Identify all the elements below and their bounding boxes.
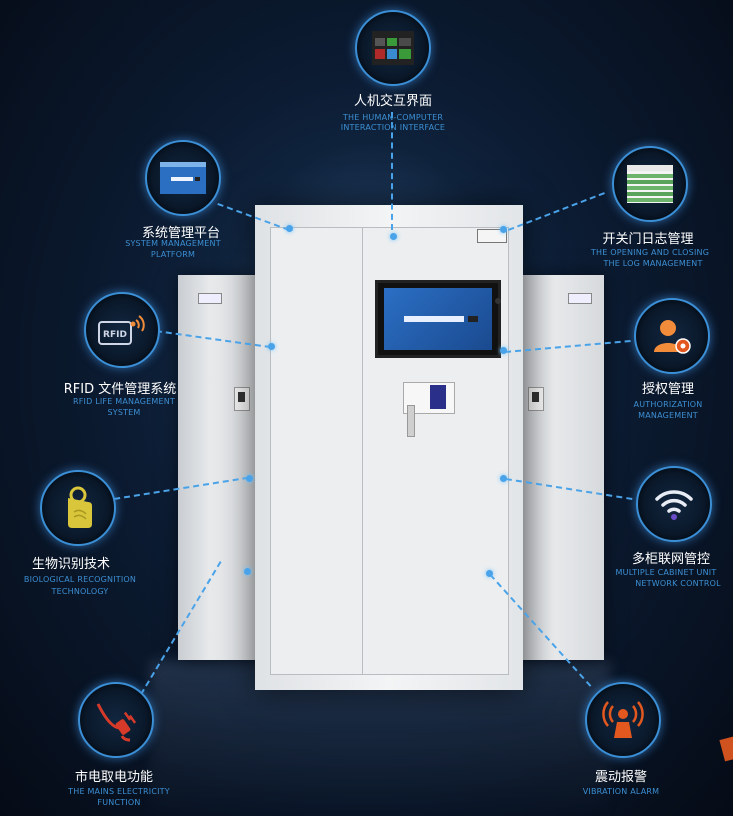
feature-subtitle-rfid-2: SYSTEM (107, 408, 141, 417)
cabinet-touchscreen (375, 280, 501, 358)
cabinet-lock (234, 387, 250, 411)
feature-subtitle-doorlog: THE OPENING AND CLOSING (590, 248, 710, 257)
rfid-icon-text: RFID (103, 330, 127, 340)
cabinet-lock (528, 387, 544, 411)
connector-dot (500, 347, 507, 354)
cabinet-name-plate (477, 229, 507, 243)
feature-node-mains (78, 682, 154, 758)
connector-dot (286, 225, 293, 232)
feature-subtitle-bio-2: TECHNOLOGY (51, 587, 109, 596)
alarm-icon (602, 701, 644, 738)
feature-title-bio: 生物识别技术 (31, 557, 111, 572)
feature-title-rfid: RFID 文件管理系统 (63, 382, 177, 397)
feature-title-platform: 系统管理平台 (141, 226, 221, 241)
cabinet-handle (403, 382, 455, 414)
feature-node-doorlog (612, 146, 688, 222)
fingerprint-tag-icon (68, 486, 92, 528)
feature-title-auth: 授权管理 (641, 382, 695, 397)
feature-subtitle-mains: THE MAINS ELECTRICITY (68, 787, 170, 796)
connector-dot (500, 475, 507, 482)
feature-subtitle-network-2: NETWORK CONTROL (635, 579, 721, 588)
right-side-cabinet (520, 275, 604, 660)
feature-node-rfid: RFID (84, 292, 160, 368)
feature-title-hmi: 人机交互界面 (353, 94, 433, 109)
feature-subtitle-auth-2: MANAGEMENT (638, 411, 698, 420)
feature-subtitle-platform: SYSTEM MANAGEMENT (125, 239, 221, 248)
login-field (404, 316, 464, 322)
feature-title-mains: 市电取电功能 (74, 770, 154, 785)
corner-decoration (719, 736, 733, 762)
connector-dot (390, 233, 397, 240)
feature-title-doorlog: 开关门日志管理 (602, 232, 694, 247)
handle-bar (407, 405, 415, 437)
feature-node-bio (40, 470, 116, 546)
monitor-platform-icon (160, 162, 206, 194)
feature-subtitle-doorlog-2: THE LOG MANAGEMENT (603, 259, 703, 268)
connector-dot (500, 226, 507, 233)
wifi-icon (655, 490, 693, 520)
feature-subtitle-bio: BIOLOGICAL RECOGNITION (23, 575, 137, 584)
rfid-icon: RFID (98, 315, 145, 345)
feature-subtitle-network: MULTIPLE CABINET UNIT (615, 568, 717, 577)
login-button (468, 316, 478, 322)
screen-display (384, 288, 492, 350)
cabinet-left-door (270, 227, 364, 675)
feature-subtitle-vibration: VIBRATION ALARM (582, 787, 660, 796)
main-cabinet (255, 205, 523, 690)
user-gear-icon (654, 320, 691, 354)
feature-node-network (636, 466, 712, 542)
feature-subtitle-platform-2: PLATFORM (150, 250, 196, 259)
connector-dot (244, 568, 251, 575)
power-plug-icon (96, 703, 137, 742)
feature-title-network: 多柜联网管控 (631, 552, 711, 567)
feature-subtitle-hmi: THE HUMAN-COMPUTER (342, 113, 444, 122)
connector-dot (268, 343, 275, 350)
feature-subtitle-mains-2: FUNCTION (97, 798, 141, 807)
feature-subtitle-auth: AUTHORIZATION (633, 400, 703, 409)
feature-node-vibration (585, 682, 661, 758)
feature-node-platform (145, 140, 221, 216)
fingerprint-reader (430, 385, 446, 409)
feature-node-auth (634, 298, 710, 374)
connector-dot (486, 570, 493, 577)
log-table-icon (627, 165, 673, 203)
feature-subtitle-hmi-2: INTERACTION INTERFACE (340, 123, 446, 132)
feature-subtitle-rfid: RFID LIFE MANAGEMENT (72, 397, 176, 406)
cabinet-label-plate (568, 293, 592, 304)
left-side-cabinet (178, 275, 260, 660)
connector-dot (246, 475, 253, 482)
feature-title-vibration: 震动报警 (594, 770, 648, 785)
cabinet-label-plate (198, 293, 222, 304)
feature-node-hmi (355, 10, 431, 86)
touchscreen-icon (372, 31, 414, 65)
keyhole-icon (495, 298, 501, 304)
